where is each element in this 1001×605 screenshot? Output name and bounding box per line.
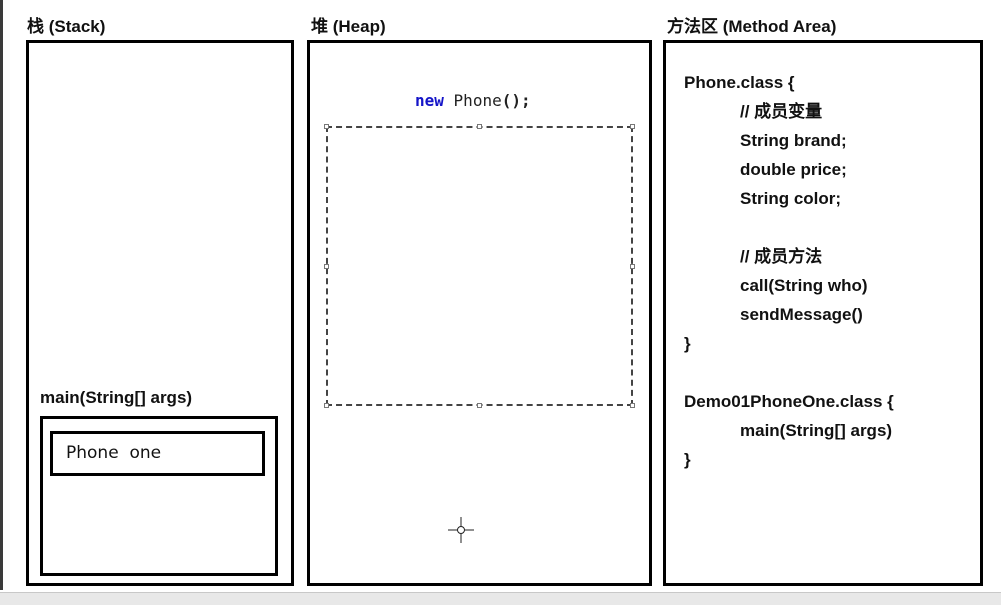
local-variable-label: Phone one xyxy=(66,443,162,463)
code-line-blank xyxy=(684,358,974,387)
code-line: } xyxy=(684,334,691,353)
method-area-panel xyxy=(663,40,983,586)
method-area-title: 方法区 (Method Area) xyxy=(667,17,837,36)
new-phone-expression: new Phone(); xyxy=(415,91,531,110)
code-line: Demo01PhoneOne.class { xyxy=(684,392,894,411)
code-line: // 成员变量 xyxy=(740,102,823,121)
heap-title: 堆 (Heap) xyxy=(311,17,386,36)
resize-handle-bottom[interactable] xyxy=(477,403,482,408)
code-line: } xyxy=(684,450,691,469)
window-left-edge xyxy=(0,0,3,590)
phone-class-name: Phone xyxy=(453,91,502,110)
heap-panel xyxy=(307,40,652,586)
window-bottom-bar xyxy=(0,592,1001,605)
code-line: main(String[] args) xyxy=(740,421,893,440)
code-line: call(String who) xyxy=(740,276,868,295)
stack-title: 栈 (Stack) xyxy=(27,17,106,36)
local-variable-box xyxy=(50,431,265,476)
code-line: // 成员方法 xyxy=(740,247,823,266)
crosshair-cursor-icon xyxy=(448,517,474,543)
new-keyword: new xyxy=(415,91,444,110)
resize-handle-left[interactable] xyxy=(324,264,329,269)
resize-handle-top-right[interactable] xyxy=(630,124,635,129)
code-line: Phone.class { xyxy=(684,73,795,92)
heap-object-box[interactable] xyxy=(326,126,633,406)
resize-handle-bottom-right[interactable] xyxy=(630,403,635,408)
constructor-call: (); xyxy=(501,91,531,110)
code-line: String brand; xyxy=(740,131,847,150)
code-line: String color; xyxy=(740,189,842,208)
method-area-code: Phone.class { // 成员变量 String brand; doub… xyxy=(684,68,974,474)
code-line: sendMessage() xyxy=(740,305,863,324)
stack-panel xyxy=(26,40,294,586)
resize-handle-bottom-left[interactable] xyxy=(324,403,329,408)
resize-handle-right[interactable] xyxy=(630,264,635,269)
main-stack-frame xyxy=(40,416,278,576)
main-frame-label: main(String[] args) xyxy=(40,388,193,407)
resize-handle-top-left[interactable] xyxy=(324,124,329,129)
code-line: double price; xyxy=(740,160,847,179)
code-line-blank xyxy=(684,213,974,242)
resize-handle-top[interactable] xyxy=(477,124,482,129)
